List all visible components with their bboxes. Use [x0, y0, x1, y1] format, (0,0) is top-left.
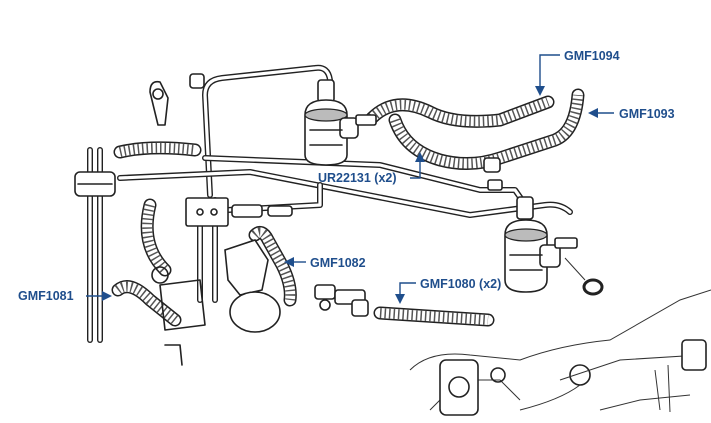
engine-bay-sketch — [409, 289, 711, 416]
hose-gmf1093 — [388, 88, 585, 170]
lh-clamp — [74, 171, 116, 197]
leader-gmf1081 — [86, 291, 112, 301]
leader-gmf1080 — [395, 282, 416, 304]
carburettor-unit — [151, 239, 281, 366]
label-gmf1094: GMF1094 — [564, 49, 620, 63]
leader-gmf1082 — [284, 257, 306, 267]
fuel-pump-lower — [504, 196, 604, 296]
hose-gmf1094 — [365, 95, 555, 128]
label-gmf1082: GMF1082 — [310, 256, 366, 270]
valve-block — [185, 197, 293, 227]
label-gmf1081: GMF1081 — [18, 289, 74, 303]
leader-ur22131 — [410, 152, 425, 179]
leader-gmf1093 — [588, 108, 614, 118]
hose-gmf1080 — [373, 306, 495, 327]
label-gmf1080: GMF1080 (x2) — [420, 277, 501, 291]
hose-gmf1082 — [248, 226, 297, 307]
label-gmf1093: GMF1093 — [619, 107, 675, 121]
union-connector — [314, 284, 369, 317]
label-ur22131: UR22131 (x2) — [318, 171, 397, 185]
clip-bracket — [149, 73, 205, 126]
fuel-pump-upper — [304, 79, 377, 166]
leader-gmf1094 — [535, 54, 560, 96]
hose-gmf1081 — [111, 141, 202, 327]
upper-junction — [483, 157, 503, 191]
